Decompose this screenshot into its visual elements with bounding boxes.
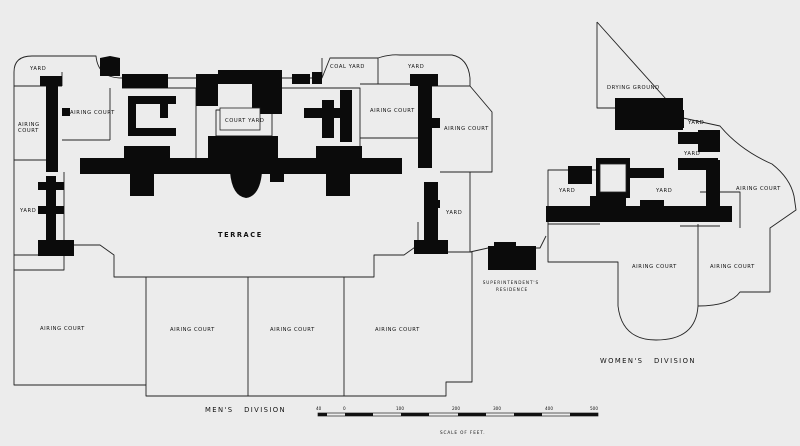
label-airing-court-inner-left: AIRING COURT	[70, 110, 115, 116]
scale-bar-segment-1	[318, 413, 327, 416]
label-womens-yard-1: YARD	[687, 120, 704, 126]
label-yard-right: YARD	[445, 210, 462, 216]
scale-bar-segment-4	[458, 413, 486, 416]
scale-tick-label-5: 300	[493, 406, 501, 411]
label-superintendent-line1: SUPERINTENDENT'S	[483, 280, 539, 285]
label-airing-court-bottom-4: AIRING COURT	[375, 327, 420, 333]
scale-tick-label-3: 100	[396, 406, 404, 411]
label-airing-court-upper-left-line1: AIRING	[18, 122, 40, 128]
label-womens-airing-court-bottom-2: AIRING COURT	[710, 264, 755, 270]
scale-tick-label-7: 500	[590, 406, 598, 411]
label-airing-court-inner-right: AIRING COURT	[370, 108, 415, 114]
scale-tick-label-4: 200	[452, 406, 460, 411]
label-superintendent-line2: RESIDENCE	[496, 287, 528, 292]
label-womens-yard-2: YARD	[683, 151, 700, 157]
scale-bar-segment-3	[401, 413, 429, 416]
label-mens-division: MEN'S DIVISION	[205, 406, 286, 414]
label-drying-ground: DRYING GROUND	[607, 85, 660, 91]
scale-tick-label-6: 400	[545, 406, 553, 411]
label-court-yard: COURT YARD	[225, 118, 264, 124]
label-yard-top-left: YARD	[29, 66, 46, 72]
label-womens-yard-4: YARD	[655, 188, 672, 194]
scale-bar-segment-5	[514, 413, 542, 416]
labels: YARD COAL YARD YARD AIRING COURT AIRING …	[18, 64, 781, 414]
scale-tick-label-2: 0	[343, 406, 346, 411]
label-airing-court-upper-left-line2: COURT	[18, 128, 39, 134]
label-womens-airing-court-bottom-1: AIRING COURT	[632, 264, 677, 270]
label-airing-court-upper-left: AIRING COURT	[18, 122, 42, 134]
scale-bar-segment-6	[570, 413, 598, 416]
label-terrace: TERRACE	[218, 231, 263, 239]
label-womens-airing-court-right: AIRING COURT	[736, 186, 781, 192]
scale-tick-label-1: 40	[316, 406, 322, 411]
womens-inner-yard	[599, 163, 627, 193]
label-superintendent-residence: SUPERINTENDENT'S RESIDENCE	[483, 280, 542, 292]
label-yard-top-right: YARD	[407, 64, 424, 70]
label-airing-court-bottom-3: AIRING COURT	[270, 327, 315, 333]
mens-division-buildings	[38, 56, 448, 256]
womens-division-buildings	[546, 98, 732, 222]
label-womens-division: WOMEN'S DIVISION	[600, 357, 696, 365]
label-airing-court-bottom-2: AIRING COURT	[170, 327, 215, 333]
label-yard-left: YARD	[19, 208, 36, 214]
court-yard-box	[219, 107, 261, 131]
label-airing-court-bottom-1: AIRING COURT	[40, 326, 85, 332]
label-airing-court-upper-right: AIRING COURT	[444, 126, 489, 132]
mens-division-walls	[13, 54, 493, 397]
label-womens-yard-3: YARD	[558, 188, 575, 194]
superintendent-residence	[469, 235, 547, 270]
scale-bar-segment-2	[345, 413, 373, 416]
scale-bar: 40 0 100 200 300 400 500 SCALE OF FEET.	[316, 406, 599, 435]
label-coal-yard: COAL YARD	[330, 64, 365, 70]
scale-caption: SCALE OF FEET.	[440, 430, 485, 435]
